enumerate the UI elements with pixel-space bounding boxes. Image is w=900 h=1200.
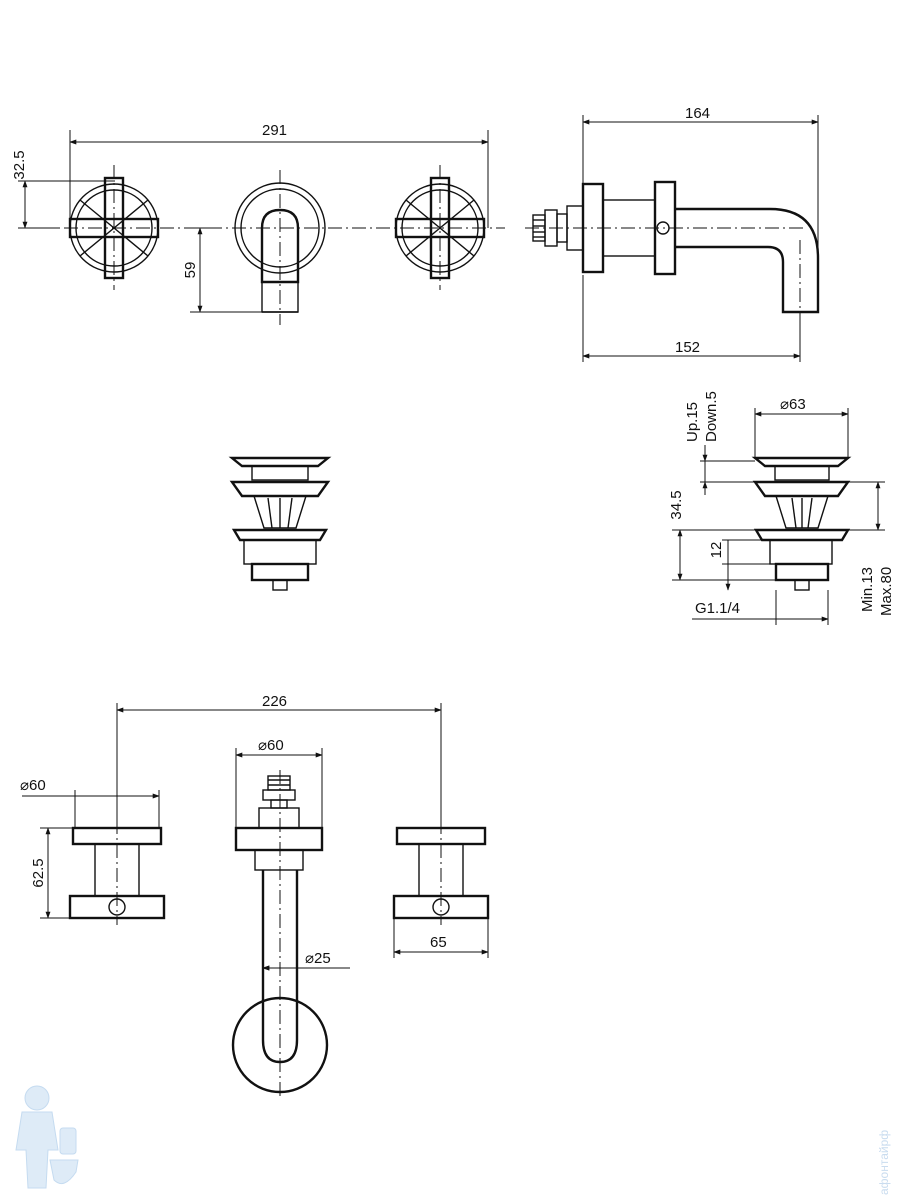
side-view: 164 152 xyxy=(525,105,820,362)
dim-plan-spacing: 226 xyxy=(262,693,287,710)
dim-side-depth-bottom: 152 xyxy=(675,339,700,356)
dim-front-width: 291 xyxy=(262,122,287,139)
dim-waste-max: Max.80 xyxy=(878,567,895,616)
left-cross-handle xyxy=(68,165,160,290)
right-cross-handle xyxy=(394,165,486,290)
dim-plan-handle-base: 65 xyxy=(430,934,447,951)
dim-waste-min: Min.13 xyxy=(859,567,876,612)
spout-front xyxy=(234,170,326,325)
plan-spout: ⌀60 ⌀25 xyxy=(231,737,350,1100)
dim-plan-handle-diameter: ⌀60 xyxy=(20,777,46,794)
dim-waste-12: 12 xyxy=(708,542,725,559)
front-view: 291 32.5 59 xyxy=(11,122,505,325)
dim-side-depth-top: 164 xyxy=(685,105,710,122)
plumber-mascot-icon xyxy=(15,1085,79,1189)
dim-waste-down: Down.5 xyxy=(703,391,720,442)
dim-waste-thread: G1.1/4 xyxy=(695,600,740,617)
dim-waste-diameter: ⌀63 xyxy=(780,396,806,413)
dim-front-offset: 32.5 xyxy=(11,150,28,179)
dim-plan-spout-diameter: ⌀25 xyxy=(305,950,331,967)
dim-spout-drop: 59 xyxy=(182,262,199,279)
watermark-text: афонтайрф xyxy=(877,1130,891,1195)
dim-plan-spout-flange: ⌀60 xyxy=(258,737,284,754)
waste-valve-closed xyxy=(228,456,332,591)
waste-valve-dimensioned: ⌀63 Up.15 Down.5 34.5 12 G1.1/4 Min.13 M… xyxy=(668,391,895,625)
dim-plan-handle-height: 62.5 xyxy=(30,858,47,887)
plan-view: 226 ⌀60 62.5 ⌀60 xyxy=(20,693,490,1100)
plan-left-handle: ⌀60 62.5 xyxy=(20,777,166,925)
dim-waste-height: 34.5 xyxy=(668,490,685,519)
plan-right-handle: 65 xyxy=(392,820,490,958)
dim-waste-up: Up.15 xyxy=(684,402,701,442)
